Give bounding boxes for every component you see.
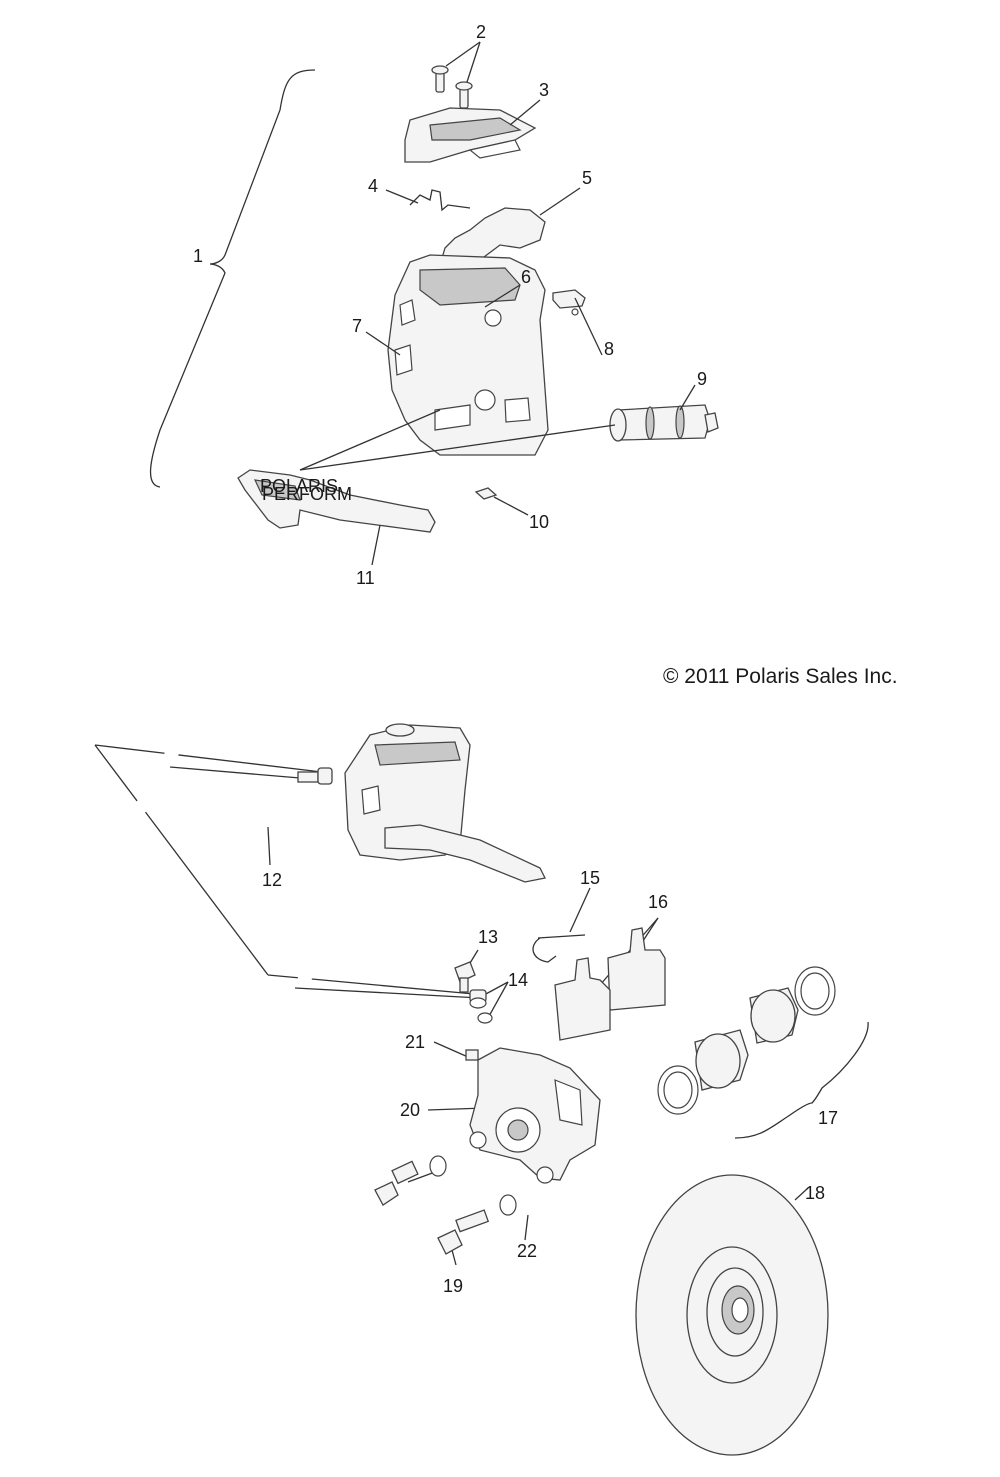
callout-11: 11 bbox=[356, 568, 375, 588]
callout-6: 6 bbox=[521, 267, 531, 287]
washer-part-14 bbox=[469, 997, 493, 1024]
callout-14: 14 bbox=[508, 970, 528, 990]
piston-part-9 bbox=[609, 404, 719, 442]
callout-2: 2 bbox=[476, 22, 486, 42]
callout-21: 21 bbox=[405, 1032, 425, 1052]
callout-7: 7 bbox=[352, 316, 362, 336]
clip-part-10 bbox=[474, 487, 498, 500]
callout-9: 9 bbox=[697, 369, 707, 389]
callout-13: 13 bbox=[478, 927, 498, 947]
callout-8: 8 bbox=[604, 339, 614, 359]
master-cylinder-body-part-7 bbox=[387, 254, 549, 456]
master-cylinder-assembly bbox=[344, 723, 546, 883]
retaining-pin-part-15 bbox=[532, 934, 586, 963]
brake-line-part-12 bbox=[169, 766, 487, 1003]
banjo-bolt-part-13 bbox=[454, 961, 476, 993]
brake-disc-part-18 bbox=[635, 1174, 829, 1456]
bleeder-part-21 bbox=[465, 1049, 479, 1061]
callout-15: 15 bbox=[580, 868, 600, 888]
reservoir-cover-part-3 bbox=[404, 107, 537, 163]
brake-pad-part-16 bbox=[554, 927, 666, 1041]
callout-4: 4 bbox=[368, 176, 378, 196]
lever-logo-bottom: PERFORM bbox=[262, 484, 352, 504]
assembly-bracket-1 bbox=[149, 69, 316, 488]
callout-18: 18 bbox=[805, 1183, 825, 1203]
callout-22: 22 bbox=[517, 1241, 537, 1261]
callout-16: 16 bbox=[648, 892, 668, 912]
callout-10: 10 bbox=[529, 512, 549, 532]
piston-seal-kit-part-17 bbox=[657, 966, 869, 1139]
callout-5: 5 bbox=[582, 168, 592, 188]
washer-part-22 bbox=[429, 1155, 517, 1216]
leader-lines-upper bbox=[299, 41, 696, 566]
callout-20: 20 bbox=[400, 1100, 420, 1120]
screw-part-2 bbox=[431, 65, 473, 109]
caliper-bolt-part-19 bbox=[374, 1160, 490, 1255]
switch-part-8 bbox=[552, 289, 586, 316]
callout-19: 19 bbox=[443, 1276, 463, 1296]
lever-logo-top: POLARIS bbox=[260, 476, 338, 496]
copyright-notice: © 2011 Polaris Sales Inc. bbox=[663, 665, 898, 688]
callout-17: 17 bbox=[818, 1108, 838, 1128]
callout-3: 3 bbox=[539, 80, 549, 100]
callout-12: 12 bbox=[262, 870, 282, 890]
callout-1: 1 bbox=[193, 246, 203, 266]
caliper-part-20 bbox=[469, 1047, 601, 1184]
leader-lines-lower bbox=[94, 744, 809, 1266]
brake-lever-part-11: POLARIS PERFORM bbox=[237, 469, 436, 533]
spring-part-4 bbox=[409, 189, 471, 212]
